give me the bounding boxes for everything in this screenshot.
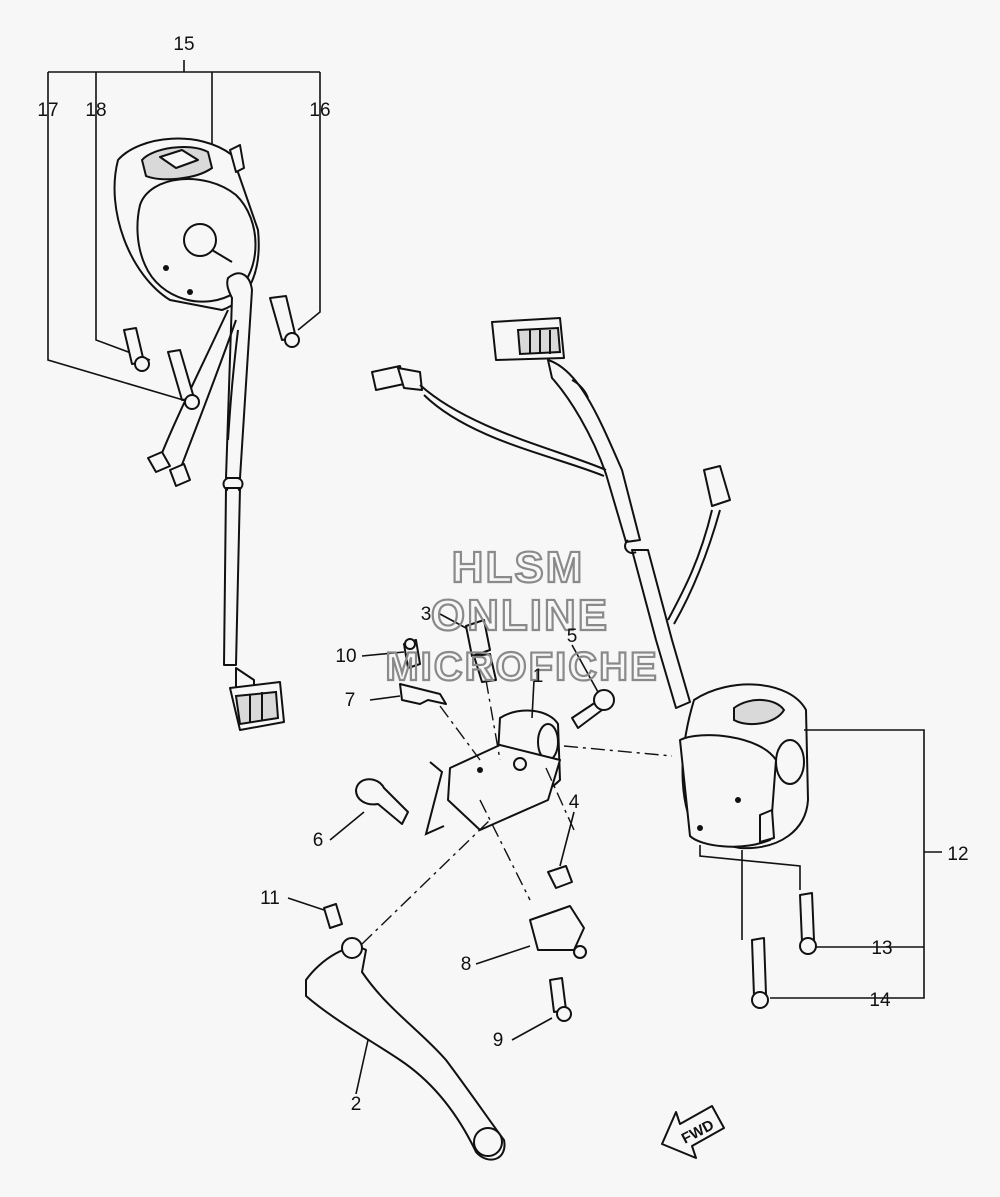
callout-4: 4	[569, 792, 580, 813]
callout-7: 7	[345, 690, 356, 711]
callout-16: 16	[309, 100, 330, 121]
callout-5: 5	[567, 626, 578, 647]
watermark-line-3: MICROFICHE	[385, 645, 658, 689]
callout-15: 15	[173, 34, 194, 55]
callout-10: 10	[335, 646, 356, 667]
callout-2: 2	[351, 1094, 362, 1115]
callout-18: 18	[85, 100, 106, 121]
callout-9: 9	[493, 1030, 504, 1051]
callout-6: 6	[313, 830, 324, 851]
callout-11: 11	[260, 888, 280, 909]
fwd-arrow: FWD	[661, 1105, 725, 1159]
right-harness	[371, 317, 731, 709]
watermark-line-2: ONLINE	[431, 591, 609, 640]
watermark: HLSM ONLINE MICROFICHE	[384, 542, 658, 690]
callout-14: 14	[869, 990, 891, 1011]
callout-labels: 1 2 3 4 5 6 7 8 9 10 11 12 13 14 15 16 1…	[37, 34, 968, 1115]
callout-8: 8	[461, 954, 472, 975]
watermark-line-1: HLSM	[452, 543, 585, 592]
left-handlebar-switch	[47, 60, 321, 731]
callout-1: 1	[533, 666, 544, 687]
leader-lines	[287, 613, 599, 1095]
callout-17: 17	[37, 100, 58, 121]
callout-12: 12	[947, 844, 968, 865]
callout-3: 3	[421, 604, 432, 625]
right-switch-housing	[679, 683, 942, 1009]
clutch-lever-assembly	[305, 619, 673, 1161]
callout-13: 13	[871, 938, 892, 959]
